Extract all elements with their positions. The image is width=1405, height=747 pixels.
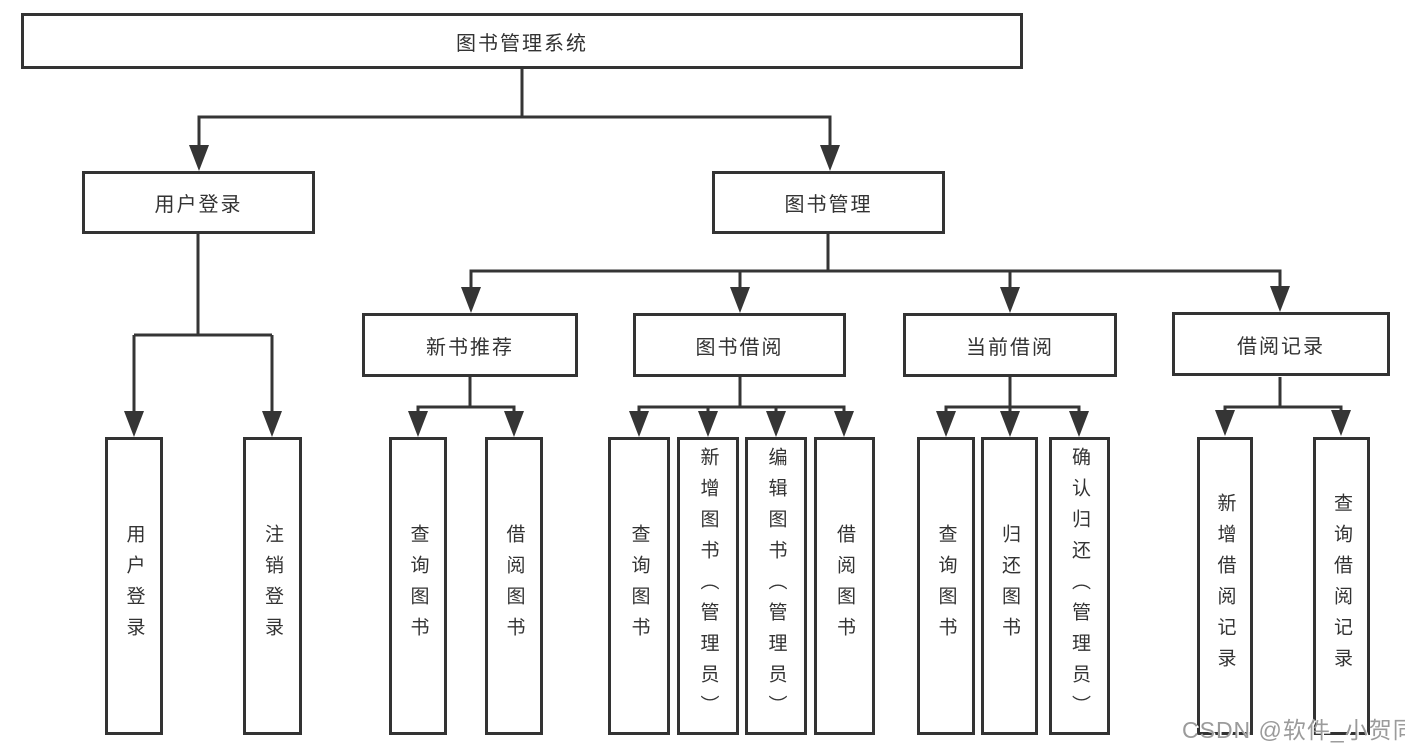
leaf-add-borrow-record: 新增借阅记录 xyxy=(1197,437,1253,735)
node-borrowing-records: 借阅记录 xyxy=(1172,312,1390,376)
node-label: 图书管理 xyxy=(784,194,873,216)
leaf-return-book: 归还图书 xyxy=(981,437,1038,735)
leaf-borrow-book-recommend: 借阅图书 xyxy=(485,437,543,735)
connector-segments xyxy=(132,69,1343,415)
node-label: 图书管理系统 xyxy=(456,32,588,55)
leaf-confirm-return-admin: 确认归还（管理员） xyxy=(1049,437,1110,735)
leaf-query-book-borrowing: 查询图书 xyxy=(608,437,670,735)
leaf-query-book-recommend: 查询图书 xyxy=(389,437,447,735)
node-book-management: 图书管理 xyxy=(712,171,945,234)
leaf-query-borrow-record: 查询借阅记录 xyxy=(1313,437,1370,735)
node-label: 借阅记录 xyxy=(1237,335,1325,358)
leaf-logout: 注销登录 xyxy=(243,437,302,735)
leaf-label: 查询图书 xyxy=(407,524,429,648)
leaf-label: 查询图书 xyxy=(935,524,957,648)
leaf-label: 新增借阅记录 xyxy=(1214,493,1236,679)
leaf-label: 归还图书 xyxy=(999,524,1020,648)
leaf-label: 编辑图书（管理员） xyxy=(765,446,787,726)
node-label: 图书借阅 xyxy=(695,336,784,359)
leaf-query-book-current: 查询图书 xyxy=(917,437,975,735)
leaf-label: 新增图书（管理员） xyxy=(697,446,719,726)
leaf-edit-book-admin: 编辑图书（管理员） xyxy=(745,437,807,735)
leaf-label: 借阅图书 xyxy=(834,524,855,648)
node-book-borrowing: 图书借阅 xyxy=(633,313,846,377)
csdn-watermark: CSDN @软件_小贺同学 xyxy=(1182,717,1405,743)
leaf-label: 查询借阅记录 xyxy=(1331,493,1352,679)
node-user-login-group: 用户登录 xyxy=(82,171,315,234)
leaf-label: 查询图书 xyxy=(628,524,650,648)
leaf-user-login: 用户登录 xyxy=(105,437,163,735)
node-label: 当前借阅 xyxy=(966,336,1054,359)
leaf-label: 注销登录 xyxy=(262,524,283,648)
leaf-add-book-admin: 新增图书（管理员） xyxy=(677,437,739,735)
node-new-book-recommend: 新书推荐 xyxy=(362,313,578,377)
node-library-management-system: 图书管理系统 xyxy=(21,13,1023,69)
node-label: 用户登录 xyxy=(154,194,243,216)
leaf-label: 借阅图书 xyxy=(503,524,525,648)
arrowheads xyxy=(124,145,1351,437)
leaf-label: 确认归还（管理员） xyxy=(1069,446,1090,726)
node-label: 新书推荐 xyxy=(426,336,514,359)
node-current-borrowing: 当前借阅 xyxy=(903,313,1117,377)
leaf-borrow-book-borrowing: 借阅图书 xyxy=(814,437,875,735)
leaf-label: 用户登录 xyxy=(123,524,145,648)
